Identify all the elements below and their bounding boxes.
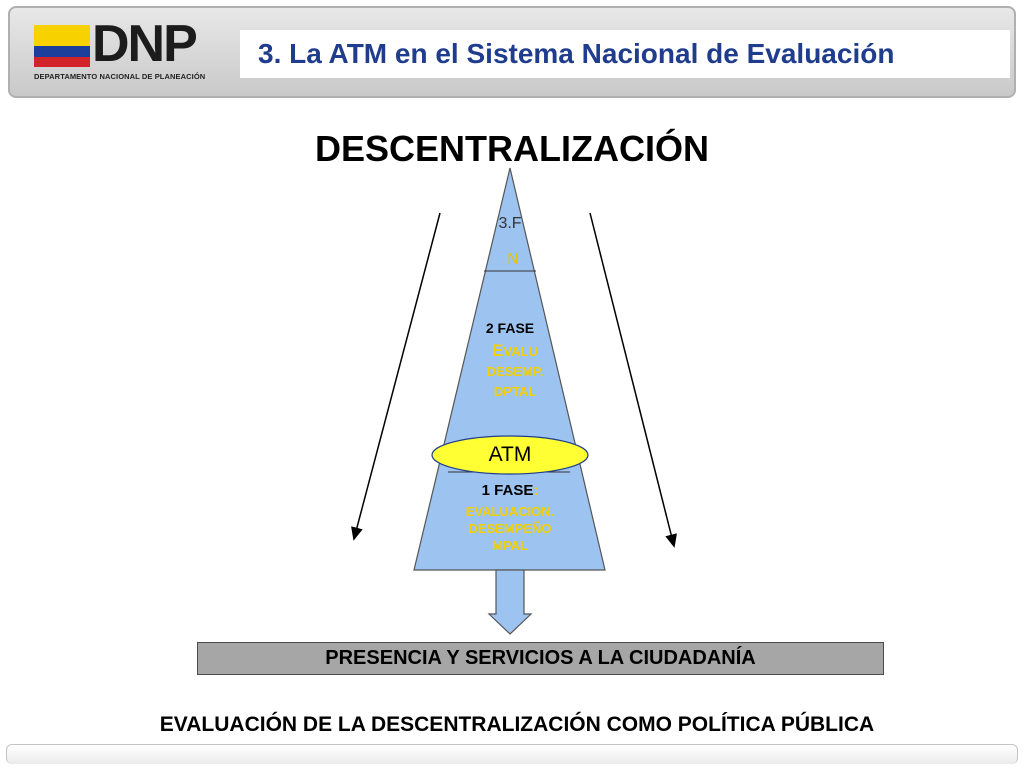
phase1-desc: EVALUACION. DESEMPEÑO MPAL xyxy=(440,503,580,554)
phase1-colon: : xyxy=(533,482,539,499)
header-title-box: 3. La ATM en el Sistema Nacional de Eval… xyxy=(240,30,1010,78)
citizen-services-banner: PRESENCIA Y SERVICIOS A LA CIUDADANÍA xyxy=(197,642,884,675)
bottom-bar xyxy=(6,744,1018,764)
phase1-label-wrap: 1 FASE: xyxy=(445,482,575,499)
logo-subtitle: DEPARTAMENTO NACIONAL DE PLANEACIÓN xyxy=(34,72,206,81)
phase1-label: 1 FASE xyxy=(481,482,534,499)
phase2-desc-line3: DPTAL xyxy=(493,384,537,399)
phase1-desc-line3: MPAL xyxy=(492,538,528,553)
dnp-logo: DNP DEPARTAMENTO NACIONAL DE PLANEACIÓN xyxy=(32,15,232,88)
right-down-arrow xyxy=(589,212,677,548)
phase2-desc: EVALU DESEMP. DPTAL xyxy=(460,341,570,402)
diagram-title: DESCENTRALIZACIÓN xyxy=(315,128,709,169)
phase1-desc-line1: EVALUACION. xyxy=(465,504,555,519)
left-down-arrow xyxy=(351,212,441,541)
down-block-arrow xyxy=(487,569,533,635)
colombia-flag-icon xyxy=(34,25,90,67)
phase1-desc-line2: DESEMPEÑO xyxy=(468,521,552,536)
phase2-desc-line2: DESEMP. xyxy=(486,364,544,379)
logo-wordmark: DNP xyxy=(92,15,198,73)
atm-ellipse xyxy=(431,435,589,475)
header-title: 3. La ATM en el Sistema Nacional de Eval… xyxy=(258,38,895,69)
atm-label: ATM xyxy=(488,443,532,466)
phase3-sub: N xyxy=(507,251,519,268)
footer-text: EVALUACIÓN DE LA DESCENTRALIZACIÓN COMO … xyxy=(159,713,875,736)
phase3-label: 3.F xyxy=(498,215,522,232)
phase2-desc-initial: E xyxy=(492,341,504,360)
phase2-label: 2 FASE xyxy=(485,320,535,336)
phase2-desc-rest: VALU xyxy=(503,344,538,359)
